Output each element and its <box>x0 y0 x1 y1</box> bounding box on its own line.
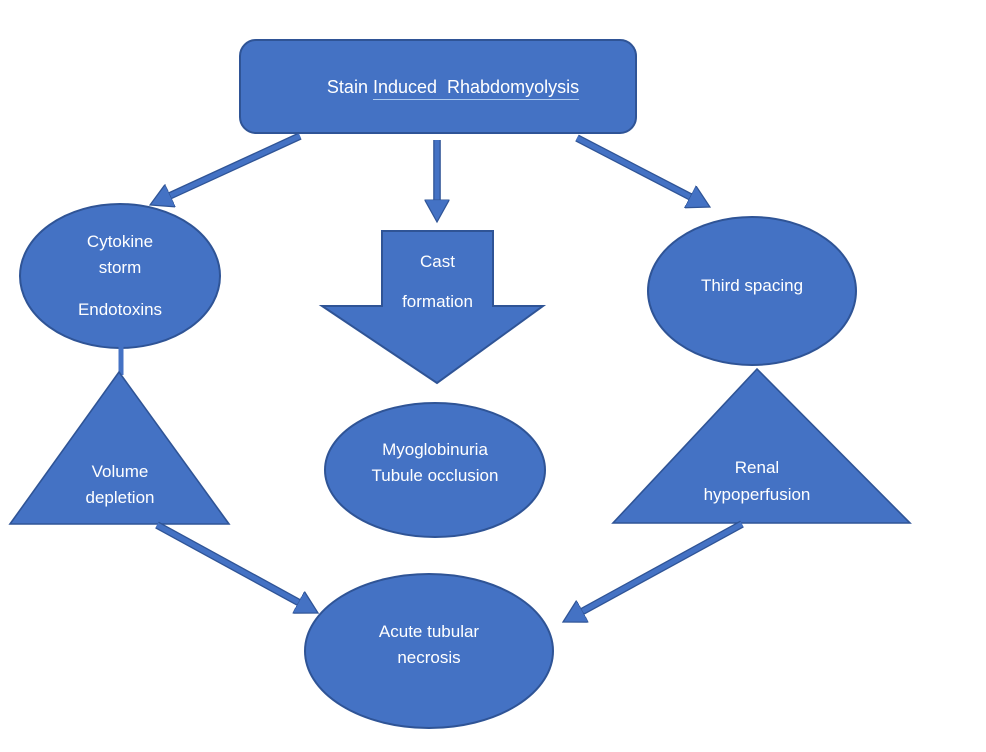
renal-hypoperfusion-triangle <box>611 367 912 524</box>
arrow-title-to-cytokine <box>168 132 302 197</box>
title-box-shape <box>239 39 637 134</box>
third-spacing-ellipse <box>647 216 857 366</box>
arrow-volume-to-atn <box>155 521 301 603</box>
volume-depletion-triangle <box>8 370 231 525</box>
arrow-renal-to-atn <box>581 520 744 612</box>
arrow-title-to-third-spacing <box>575 134 692 198</box>
cytokine-storm-ellipse <box>19 203 221 349</box>
acute-tubular-necrosis-ellipse <box>304 573 554 729</box>
cast-formation-down-arrow-shape <box>318 230 547 385</box>
myoglobinuria-ellipse <box>324 402 546 538</box>
